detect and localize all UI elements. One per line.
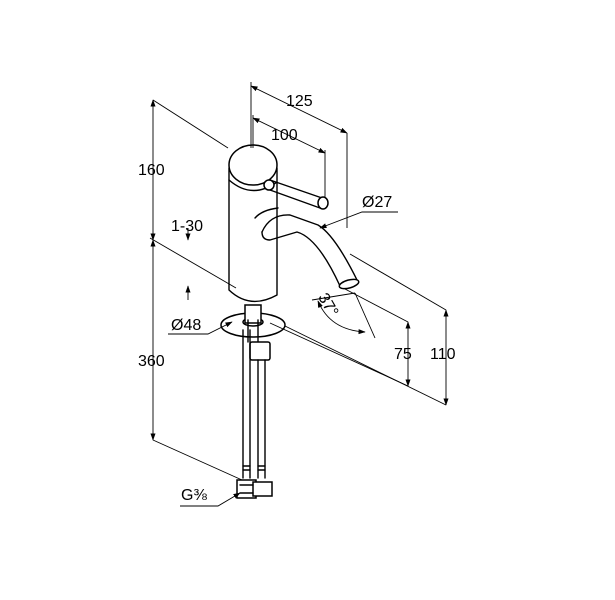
dim-360: 360 — [138, 353, 165, 370]
dim-100: 100 — [271, 127, 298, 144]
dim-d48: Ø48 — [171, 317, 201, 334]
dim-thread-g3-8: G⅜ — [181, 487, 207, 504]
body-cylinder — [228, 167, 278, 303]
dim-75: 75 — [394, 346, 412, 363]
dim-160: 160 — [138, 162, 165, 179]
dim-110: 110 — [430, 346, 456, 363]
dim-125: 125 — [286, 93, 313, 110]
dim-37-degrees: 37° — [314, 290, 341, 319]
dim-1-30: 1-30 — [171, 218, 203, 235]
faucet-body — [220, 144, 360, 499]
top-cap — [228, 144, 278, 186]
supply-hoses — [236, 329, 273, 499]
dimensions: 125 100 160 1-30 Ø27 37° Ø48 360 — [138, 82, 456, 507]
lever-handle — [263, 179, 329, 210]
dim-d27: Ø27 — [362, 194, 392, 211]
spout — [254, 207, 360, 290]
mounting-base — [220, 304, 286, 361]
